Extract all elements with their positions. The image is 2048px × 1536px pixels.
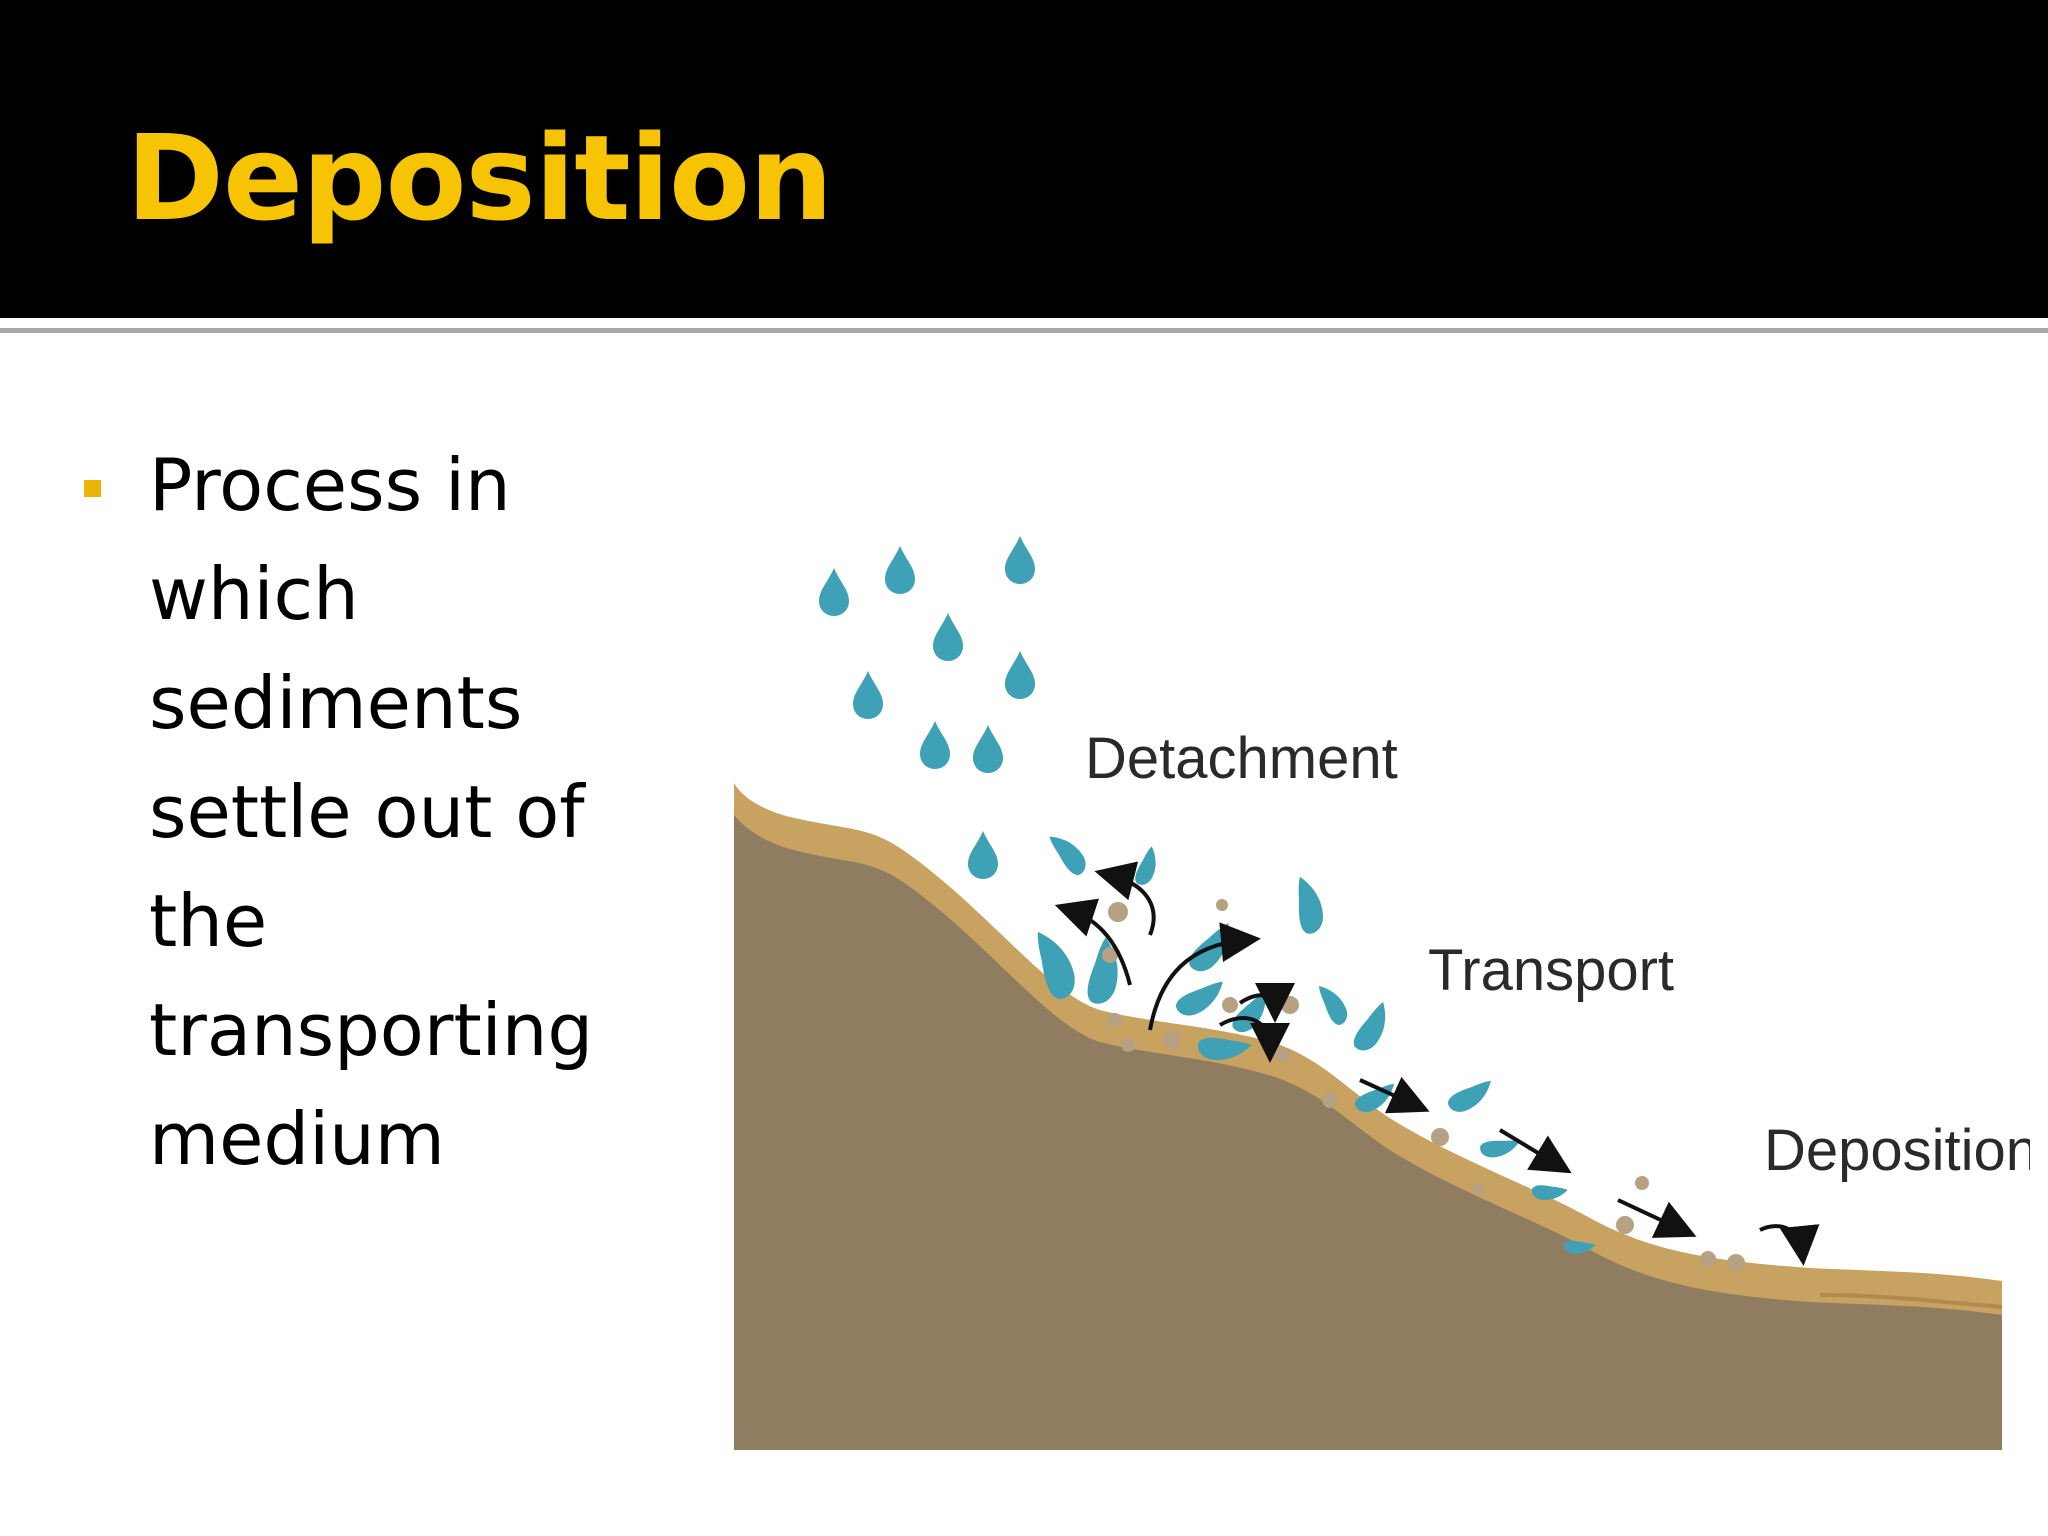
erosion-diagram: Detachment Transport Deposition	[734, 536, 2030, 1450]
motion-arrows	[1054, 861, 1820, 1266]
header-divider-light	[0, 318, 2048, 322]
bullet-text: Process in which sediments settle out of…	[149, 443, 594, 1181]
header-divider-grey	[0, 328, 2048, 333]
label-transport: Transport	[1428, 938, 1674, 1003]
topsoil-layer	[734, 783, 2002, 1315]
bullet-square-icon	[84, 480, 101, 497]
label-deposition: Deposition	[1764, 1118, 2030, 1183]
raindrop-icons	[819, 536, 1035, 879]
header-band	[0, 0, 2048, 318]
label-detachment: Detachment	[1085, 726, 1398, 791]
slide-title: Deposition	[126, 109, 833, 247]
